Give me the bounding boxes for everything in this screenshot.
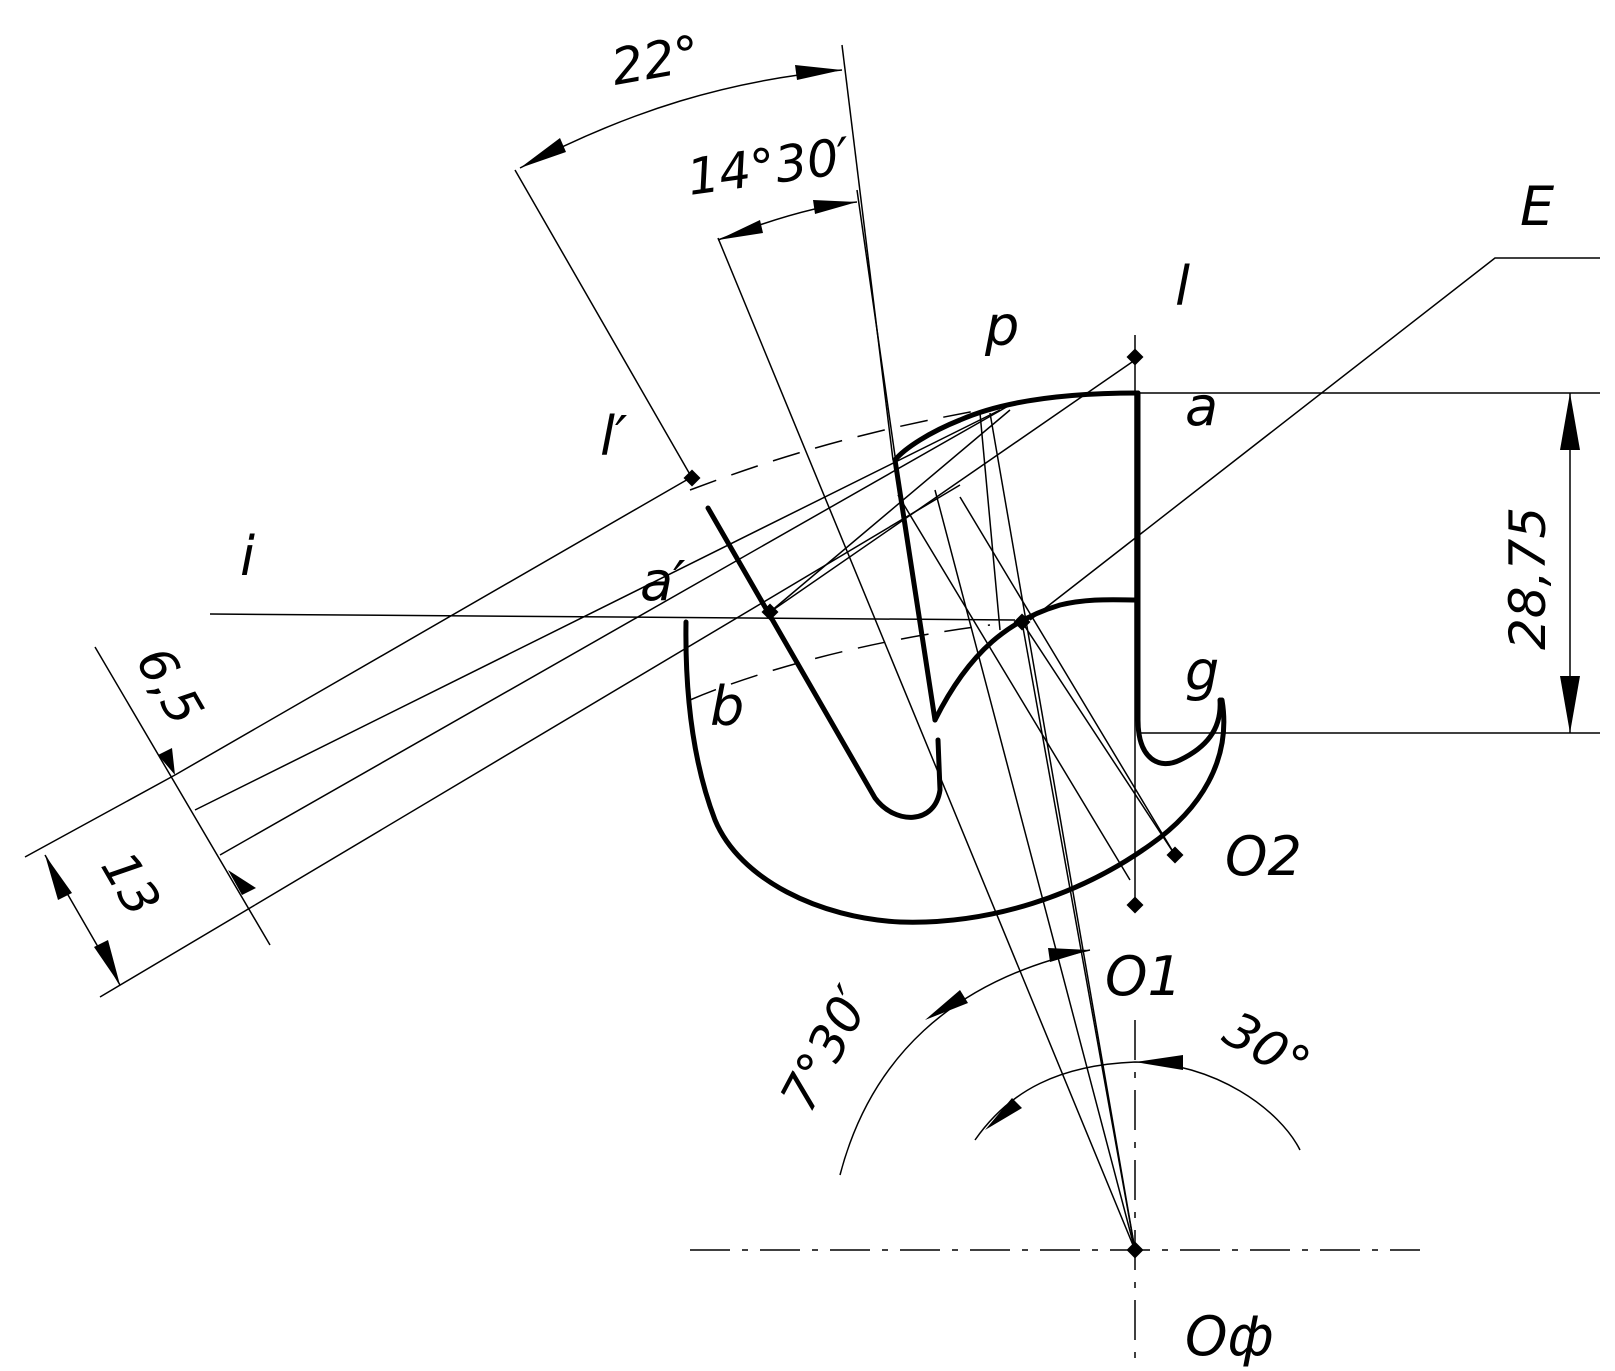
point-of — [1126, 1241, 1144, 1259]
construction-lines — [24, 44, 1600, 1360]
point-b — [761, 603, 779, 621]
point-o1 — [1126, 896, 1144, 914]
point-p — [1013, 613, 1031, 631]
dim-angle-22: 22° — [607, 24, 704, 97]
dim-angle-14-30: 14°30′ — [684, 127, 855, 207]
label-Of: Oф — [1185, 1305, 1274, 1368]
label-p: p — [984, 295, 1019, 358]
labels: E l l′ p a a′ i b g O1 O2 Oф 22° 14°30′ … — [90, 24, 1557, 1368]
dim-len-28-75: 28,75 — [1499, 507, 1557, 650]
point-l-prime — [683, 469, 701, 487]
point-o2 — [1166, 846, 1184, 864]
label-O1: O1 — [1105, 945, 1182, 1008]
label-l-prime: l′ — [600, 405, 627, 468]
label-a-prime: a′ — [640, 550, 685, 613]
dashed-arcs — [689, 404, 1011, 701]
label-O2: O2 — [1225, 825, 1302, 888]
dim-len-13: 13 — [90, 842, 172, 926]
dim-angle-7-30: 7°30′ — [769, 976, 882, 1120]
point-l — [1126, 348, 1144, 366]
label-a: a — [1185, 375, 1218, 438]
label-b: b — [710, 675, 744, 738]
label-g: g — [1185, 640, 1219, 703]
dimension-marks — [44, 65, 1580, 1130]
label-l: l — [1175, 255, 1190, 318]
label-i: i — [240, 525, 255, 588]
dim-angle-30: 30° — [1214, 1000, 1320, 1095]
hook-contour — [683, 390, 1227, 925]
label-E: E — [1520, 175, 1555, 238]
